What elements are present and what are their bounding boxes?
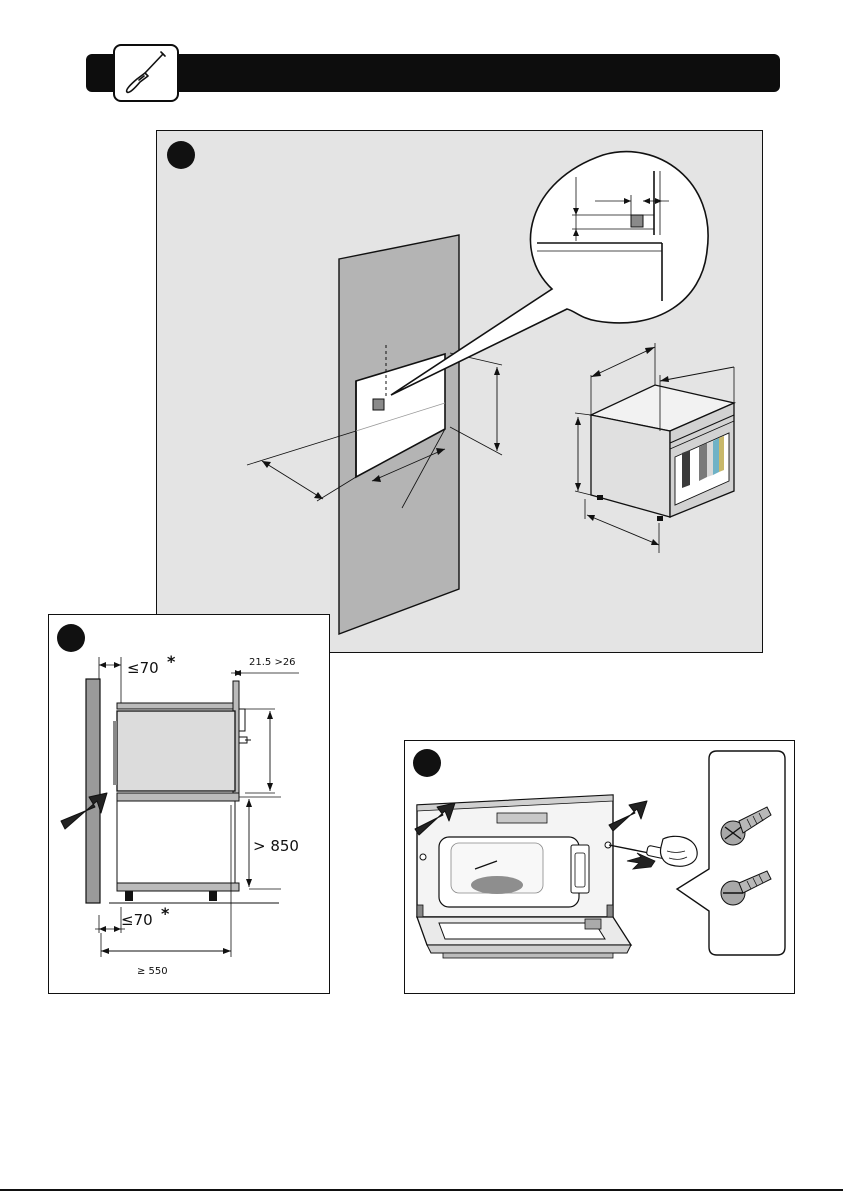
front-panel-range-label: 21.5 >26 (249, 657, 296, 668)
step-badge-3 (413, 749, 441, 777)
oven-side (591, 415, 670, 517)
step-badge-2 (57, 624, 85, 652)
min-height-label: > 850 (253, 837, 299, 855)
screwdriver-icon (113, 44, 179, 102)
side-wall (86, 679, 100, 903)
electrical-socket (373, 399, 384, 410)
arrow-icon-right (609, 801, 647, 831)
socket-detail (631, 215, 643, 227)
min-depth-label: ≥ 550 (137, 966, 168, 977)
svg-text:*: * (167, 652, 176, 671)
panel-fixing-screws (404, 740, 795, 994)
panel-side-clearances: ≤70 * 21.5 >26 (48, 614, 330, 994)
section-header-bar (86, 54, 780, 92)
page-bottom-rule (0, 1189, 843, 1191)
svg-text:*: * (161, 904, 170, 923)
max-side-gap-top-label: ≤70 (127, 659, 159, 677)
oven-side-view (117, 711, 235, 791)
step-badge-1 (167, 141, 195, 169)
cavity-reflection (471, 876, 523, 894)
max-side-gap-bottom-label: ≤70 (121, 911, 153, 929)
panel-niche-dimensions (156, 130, 763, 653)
